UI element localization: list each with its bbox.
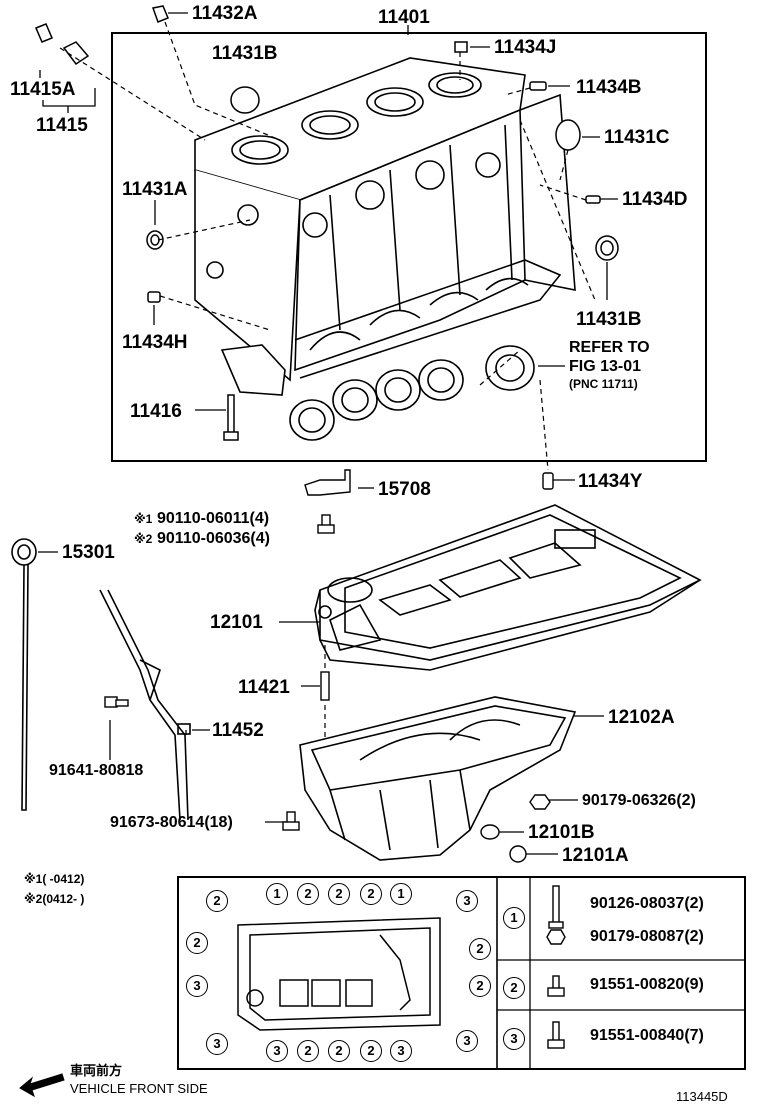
footnote-2: ※2(0412- ) bbox=[24, 892, 85, 906]
pan-outline-topview bbox=[237, 917, 441, 1031]
bolt-key: 2 bbox=[360, 883, 382, 905]
bolt-key: 2 bbox=[206, 890, 228, 912]
bolt-key: 3 bbox=[206, 1033, 228, 1055]
label-11452: 11452 bbox=[212, 720, 264, 741]
dipstick bbox=[11, 538, 37, 811]
lower-oil-pan bbox=[299, 696, 577, 861]
label-11415A: 11415A bbox=[10, 79, 76, 100]
label-11431B-right: 11431B bbox=[576, 309, 642, 330]
label-11431A: 11431A bbox=[122, 179, 188, 200]
mark-1: ※1 bbox=[134, 512, 153, 526]
dipstick-guide bbox=[99, 589, 191, 821]
label-12101A: 12101A bbox=[562, 845, 629, 866]
mark-2: ※2 bbox=[134, 532, 153, 546]
bolt-key: 2 bbox=[186, 932, 208, 954]
bolt-key: 3 bbox=[456, 1030, 478, 1052]
figure-id: 113445D bbox=[676, 1089, 728, 1104]
label-91673: 91673-80614(18) bbox=[110, 814, 233, 831]
fasteners bbox=[104, 469, 554, 863]
bolt-key: 3 bbox=[456, 890, 478, 912]
label-90110-1: 90110-06011(4) bbox=[157, 510, 270, 527]
bolt-key: 2 bbox=[328, 883, 350, 905]
upper-oil-pan bbox=[314, 504, 702, 671]
label-12101: 12101 bbox=[210, 612, 263, 633]
label-90110-2: 90110-06036(4) bbox=[157, 530, 270, 547]
label-11432A: 11432A bbox=[192, 3, 258, 24]
front-text: VEHICLE FRONT SIDE bbox=[70, 1081, 208, 1096]
legend-key-1: 1 bbox=[503, 907, 525, 929]
dashed-lines-block bbox=[59, 21, 596, 740]
label-11434Y: 11434Y bbox=[578, 471, 643, 492]
label-11415: 11415 bbox=[36, 115, 88, 136]
legend-part-2: 91551-00820(9) bbox=[590, 976, 704, 993]
legend-key-3: 3 bbox=[503, 1028, 525, 1050]
bolt-key: 2 bbox=[469, 938, 491, 960]
label-90179-06326: 90179-06326(2) bbox=[582, 792, 696, 809]
label-91641: 91641-80818 bbox=[49, 762, 144, 779]
bolt-key: 2 bbox=[360, 1040, 382, 1062]
legend-fasteners bbox=[546, 885, 566, 1049]
label-11434B: 11434B bbox=[576, 77, 642, 98]
label-12101B: 12101B bbox=[528, 822, 595, 843]
bearing-shells bbox=[289, 345, 535, 441]
label-15708: 15708 bbox=[378, 479, 431, 500]
bolt-key: 3 bbox=[186, 975, 208, 997]
block-small-parts bbox=[35, 5, 619, 441]
bolt-key: 2 bbox=[469, 975, 491, 997]
refer-line3: (PNC 11711) bbox=[569, 377, 638, 391]
legend-part-1b: 90179-08087(2) bbox=[590, 928, 704, 945]
leader-lines bbox=[38, 12, 618, 855]
legend-part-1a: 90126-08037(2) bbox=[590, 895, 704, 912]
label-11434H: 11434H bbox=[122, 332, 188, 353]
label-11421: 11421 bbox=[238, 677, 290, 698]
block-frame bbox=[111, 32, 707, 462]
label-11416: 11416 bbox=[130, 401, 182, 422]
label-11431C: 11431C bbox=[604, 127, 670, 148]
front-kanji: 車両前方 bbox=[70, 1063, 123, 1078]
label-11401: 11401 bbox=[378, 7, 430, 28]
bolt-key: 2 bbox=[297, 883, 319, 905]
bolt-key: 2 bbox=[297, 1040, 319, 1062]
bolt-key: 1 bbox=[266, 883, 288, 905]
label-12102A: 12102A bbox=[608, 707, 675, 728]
bolt-key: 2 bbox=[328, 1040, 350, 1062]
label-11434D: 11434D bbox=[622, 189, 688, 210]
label-15301: 15301 bbox=[62, 542, 115, 563]
label-11431B-top: 11431B bbox=[212, 43, 278, 64]
label-11434J: 11434J bbox=[494, 37, 557, 58]
legend-part-3: 91551-00840(7) bbox=[590, 1027, 704, 1044]
bolt-pattern-frame bbox=[177, 876, 746, 1070]
cylinder-block-drawing bbox=[194, 57, 576, 396]
bolt-key: 3 bbox=[266, 1040, 288, 1062]
bolt-key: 3 bbox=[390, 1040, 412, 1062]
bolt-key: 1 bbox=[390, 883, 412, 905]
front-arrow-icon bbox=[19, 1073, 65, 1098]
refer-line2: FIG 13-01 bbox=[569, 358, 642, 375]
refer-line1: REFER TO bbox=[569, 339, 650, 356]
footnote-1: ※1( -0412) bbox=[24, 872, 85, 886]
legend-key-2: 2 bbox=[503, 977, 525, 999]
